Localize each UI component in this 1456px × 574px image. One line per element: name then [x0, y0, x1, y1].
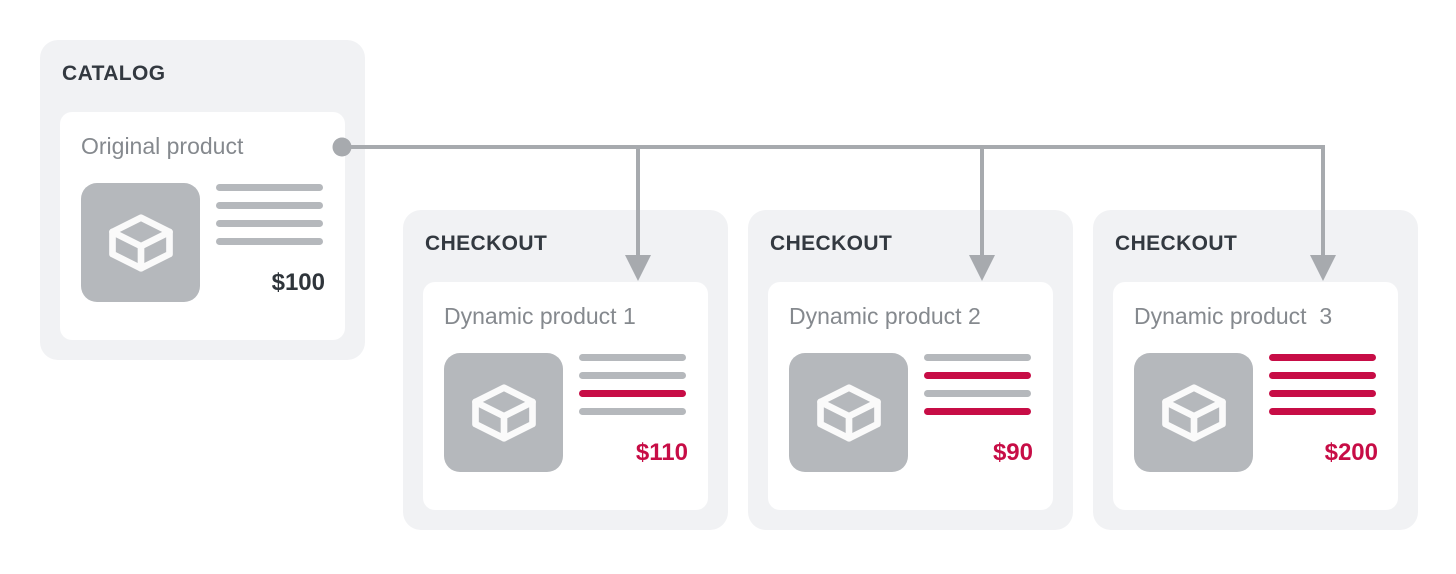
- product-name: Dynamic product 1: [444, 303, 636, 329]
- detail-line: [216, 220, 323, 227]
- product-thumbnail: [444, 353, 563, 472]
- dynamic-product-card-1: Dynamic product 1 $110: [423, 282, 708, 510]
- product-thumbnail: [789, 353, 908, 472]
- dynamic-product-card-2: Dynamic product 2 $90: [768, 282, 1053, 510]
- detail-line: [1269, 390, 1376, 397]
- checkout-panel-label: CHECKOUT: [425, 232, 548, 255]
- product-price: $90: [992, 439, 1033, 466]
- box-icon: [816, 383, 881, 442]
- product-detail-lines: [216, 184, 323, 245]
- detail-line: [924, 354, 1031, 361]
- detail-line: [579, 390, 686, 397]
- detail-line: [924, 390, 1031, 397]
- checkout-panel-3: CHECKOUT Dynamic product 3 $200: [1093, 210, 1418, 530]
- detail-line: [1269, 408, 1376, 415]
- product-price: $200: [1324, 439, 1378, 466]
- detail-line: [216, 184, 323, 191]
- dynamic-product-card-3: Dynamic product 3 $200: [1113, 282, 1398, 510]
- checkout-panel-label: CHECKOUT: [1115, 232, 1238, 255]
- checkout-panel-label: CHECKOUT: [770, 232, 893, 255]
- product-name: Dynamic product 3: [1134, 303, 1333, 329]
- detail-line: [924, 372, 1031, 379]
- product-thumbnail: [81, 183, 200, 302]
- detail-line: [579, 354, 686, 361]
- box-icon: [471, 383, 536, 442]
- product-detail-lines: [1269, 354, 1376, 415]
- detail-line: [1269, 372, 1376, 379]
- detail-line: [216, 202, 323, 209]
- detail-line: [579, 372, 686, 379]
- product-price: $110: [635, 439, 688, 466]
- detail-line: [924, 408, 1031, 415]
- product-price: $100: [271, 269, 325, 296]
- product-name: Original product: [81, 133, 244, 159]
- product-name: Dynamic product 2: [789, 303, 981, 329]
- detail-line: [579, 408, 686, 415]
- product-detail-lines: [924, 354, 1031, 415]
- catalog-panel-label: CATALOG: [62, 62, 166, 85]
- detail-line: [216, 238, 323, 245]
- detail-line: [1269, 354, 1376, 361]
- original-product-card: Original product $100: [60, 112, 345, 340]
- box-icon: [108, 213, 173, 272]
- box-icon: [1161, 383, 1226, 442]
- checkout-panel-2: CHECKOUT Dynamic product 2 $90: [748, 210, 1073, 530]
- checkout-panel-1: CHECKOUT Dynamic product 1 $110: [403, 210, 728, 530]
- catalog-panel: CATALOG Original product $100: [40, 40, 365, 360]
- product-detail-lines: [579, 354, 686, 415]
- product-thumbnail: [1134, 353, 1253, 472]
